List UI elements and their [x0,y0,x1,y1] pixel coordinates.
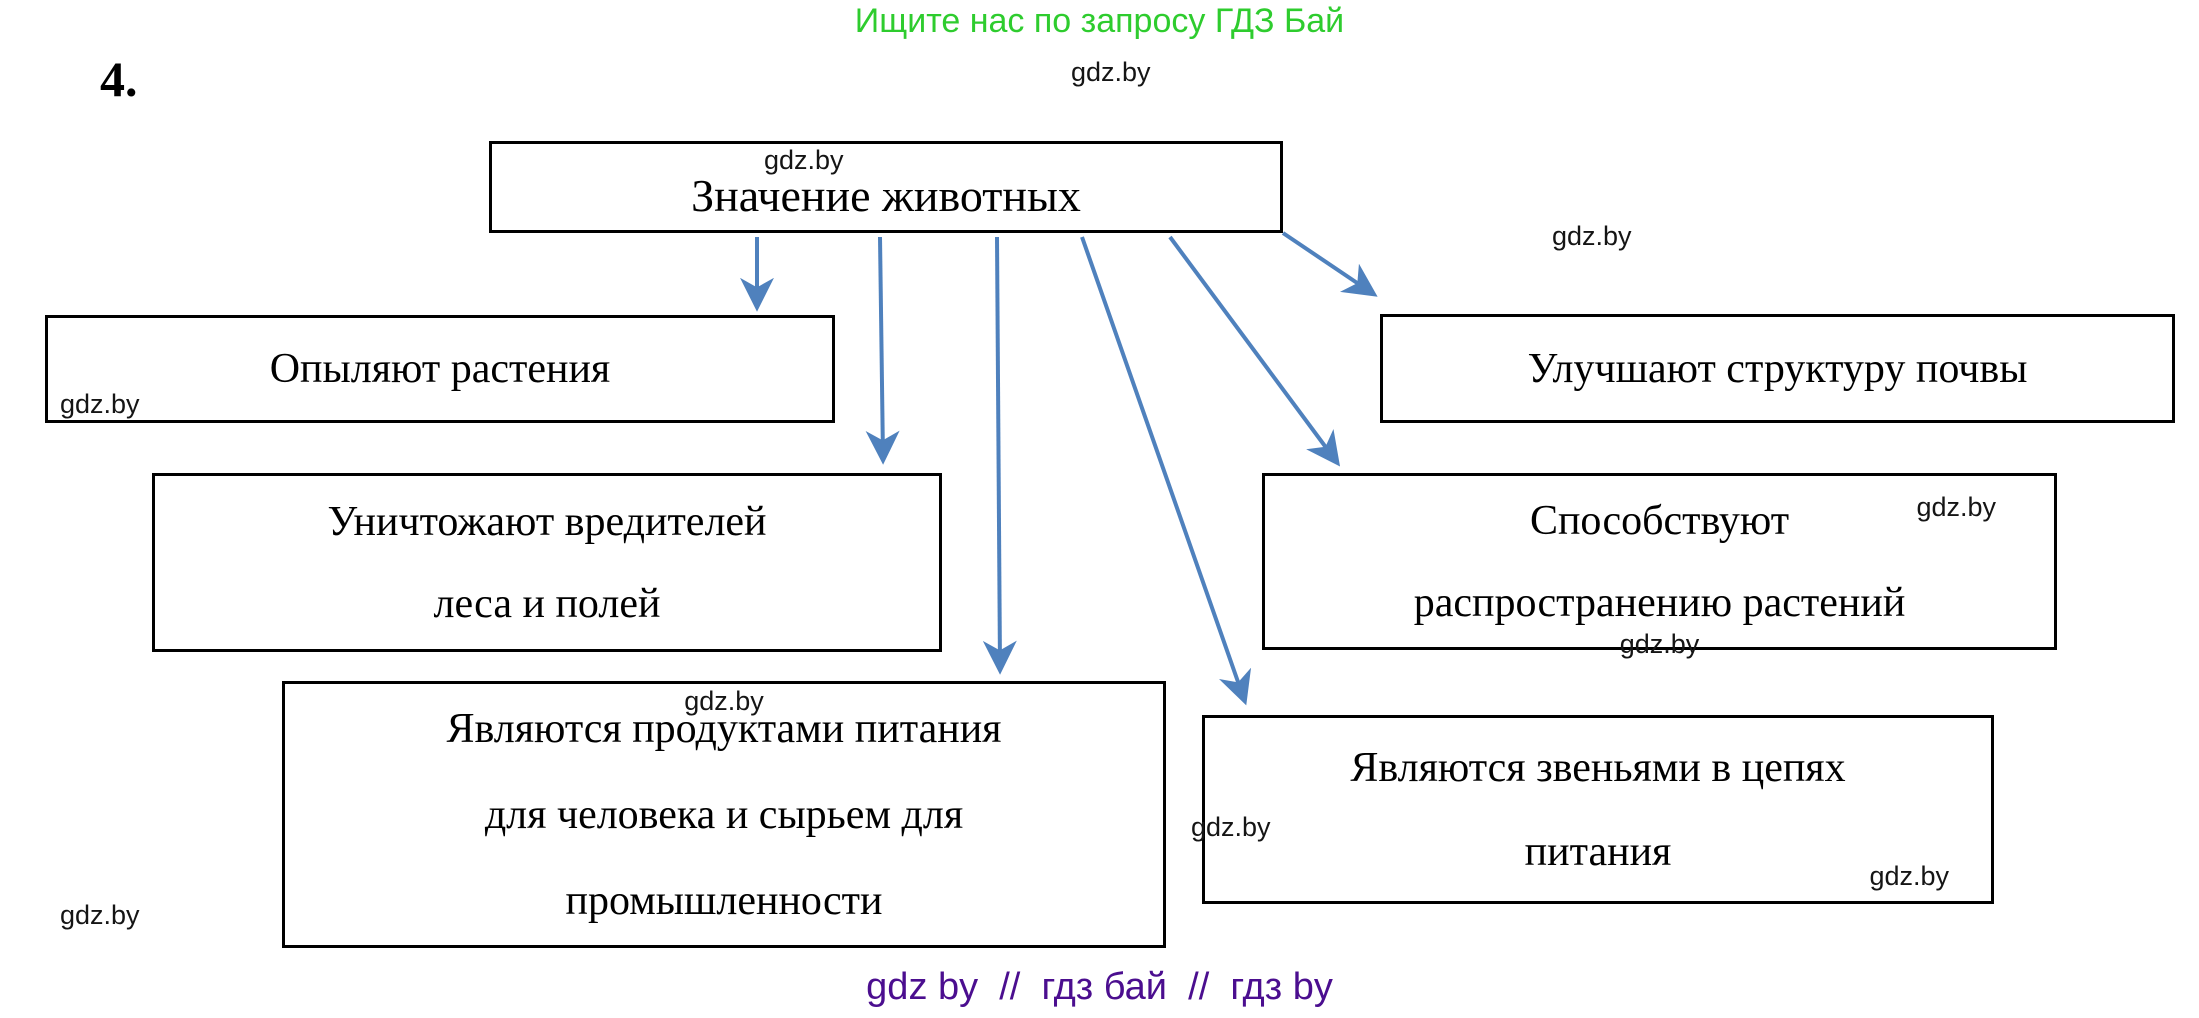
watermark: gdz.by [1071,57,1151,87]
watermark: gdz.by [60,900,140,930]
node-label-line: промышленности [565,877,883,924]
footer-watermark-line: gdz by // гдз бай // гдз by [866,966,1333,1008]
arrow-root-to-chains [1080,236,1252,706]
node-spread: gdz.by Способствуют распространению раст… [1262,473,2057,659]
node-label-line: Уничтожают вредителей [327,498,767,545]
node-root: gdz.by Значение животных [489,141,1283,233]
node-soil: Улучшают структуру почвы [1380,314,2175,423]
node-label-line: для человека и сырьем для [484,791,964,838]
watermark: gdz.by [684,686,764,716]
arrow-root-to-soil [1281,231,1378,297]
node-label-line: леса и полей [433,580,661,627]
node-pests: Уничтожают вредителей леса и полей [152,473,942,652]
watermark: gdz.by [60,389,140,419]
arrow-root-to-spread [1168,235,1341,467]
node-label-line: распространению растений [1413,579,1906,626]
node-root-label: Значение животных [691,170,1081,221]
node-food: gdz.by Являются продуктами питания для ч… [282,681,1166,948]
watermark: gdz.by [1552,221,1632,251]
node-label-line: Являются звеньями в цепях [1350,744,1846,791]
problem-number: 4. [100,51,138,107]
watermark: gdz.by [764,145,844,175]
node-pollinate: Опыляют растения gdz.by [45,315,835,423]
node-chains: gdz.by Являются звеньями в цепях питания… [1191,715,1994,904]
watermark: gdz.by [1191,812,1271,842]
arrow-root-to-pests [865,236,900,465]
watermark: gdz.by [1619,629,1700,659]
arrow-root-to-food [982,236,1017,675]
node-label-line: Являются продуктами питания [446,705,1002,752]
node-label-line: Опыляют растения [269,346,611,392]
node-label-line: питания [1524,828,1672,875]
node-label-line: Способствуют [1529,497,1790,544]
node-label-line: Улучшают структуру почвы [1527,345,2028,392]
promo-banner-text: Ищите нас по запросу ГДЗ Бай [854,2,1345,40]
watermark: gdz.by [1916,492,1996,522]
watermark: gdz.by [1869,861,1949,891]
